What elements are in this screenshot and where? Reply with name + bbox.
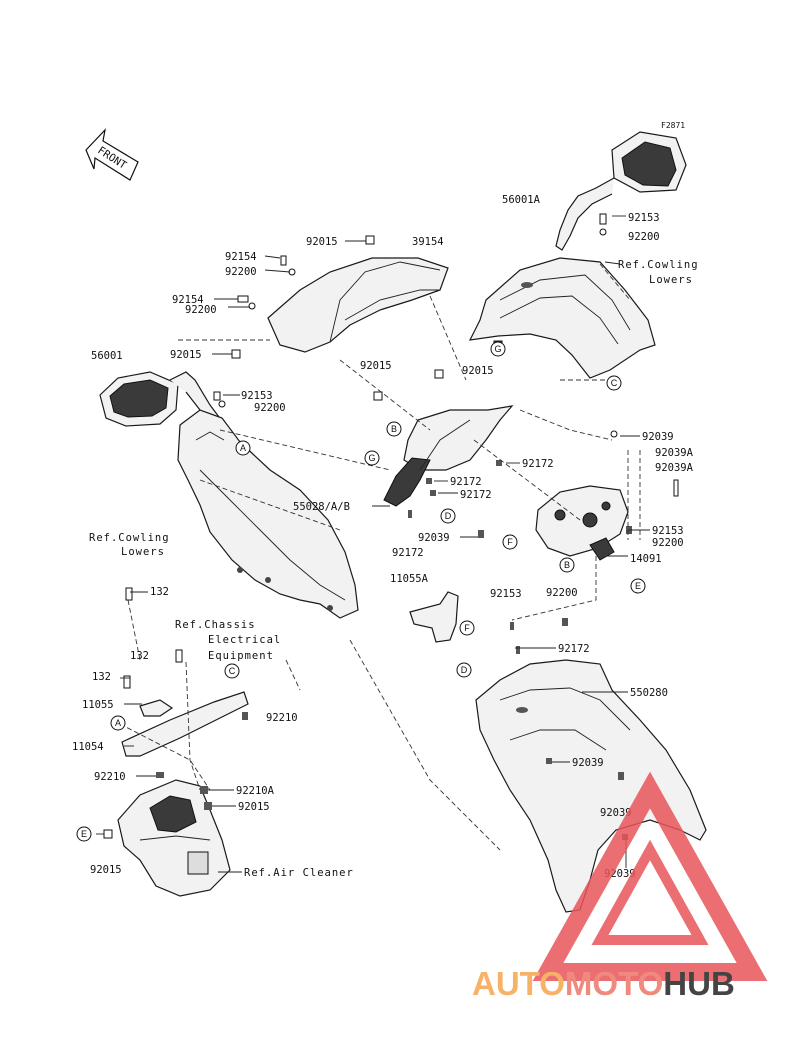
svg-text:F: F xyxy=(507,537,513,547)
inner-cover-part xyxy=(383,405,514,507)
lower-right-cowl-part xyxy=(475,659,707,913)
watermark-text: AUTOMOTOHUB xyxy=(472,965,735,1002)
callout-g-top: G xyxy=(490,341,506,357)
label-92154-a: 92154 xyxy=(225,251,257,263)
label-14091: 14091 xyxy=(630,553,662,565)
svg-text:B: B xyxy=(564,560,570,570)
label-92153-mid: 92153 xyxy=(490,588,522,600)
label-92172-b: 92172 xyxy=(450,476,482,488)
label-92015-d: 92015 xyxy=(462,365,494,377)
label-92200-mid: 92200 xyxy=(546,587,578,599)
callout-e-low: E xyxy=(76,826,92,842)
svg-text:E: E xyxy=(635,581,641,591)
right-mirror-part xyxy=(555,131,687,251)
label-92015-c: 92015 xyxy=(360,360,392,372)
label-ref-chassis-1: Ref.Chassis xyxy=(175,619,256,631)
label-39154: 39154 xyxy=(412,236,444,248)
label-92015-f: 92015 xyxy=(90,864,122,876)
svg-text:C: C xyxy=(611,378,618,388)
label-92039-a: 92039 xyxy=(642,431,674,443)
svg-text:B: B xyxy=(391,424,397,434)
callout-b-right: B xyxy=(559,557,575,573)
label-ref-air-cleaner: Ref.Air Cleaner xyxy=(244,867,354,879)
label-ref-cowling-top-1: Ref.Cowling xyxy=(618,259,699,271)
label-92200-a: 92200 xyxy=(225,266,257,278)
upper-right-cowl-part xyxy=(468,257,656,379)
svg-text:E: E xyxy=(81,829,87,839)
label-92200-top: 92200 xyxy=(628,231,660,243)
label-92172-e: 92172 xyxy=(558,643,590,655)
label-92039-d: 92039 xyxy=(600,807,632,819)
svg-text:D: D xyxy=(461,665,468,675)
label-ref-chassis-3: Equipment xyxy=(208,650,274,662)
label-92154-b: 92154 xyxy=(172,294,204,306)
label-92172-c: 92172 xyxy=(460,489,492,501)
svg-text:A: A xyxy=(115,718,121,728)
callout-f-bracket: F xyxy=(459,620,475,636)
callout-b-mid: B xyxy=(386,421,402,437)
svg-text:D: D xyxy=(445,511,452,521)
label-11054: 11054 xyxy=(72,741,104,753)
svg-text:F: F xyxy=(464,623,470,633)
callout-c-top: C xyxy=(606,375,622,391)
label-132-b: 132 xyxy=(130,650,149,662)
front-arrow-icon: FRONT xyxy=(85,128,139,181)
callout-a-low: A xyxy=(110,715,126,731)
label-92015-b: 92015 xyxy=(170,349,202,361)
left-cowl-part xyxy=(177,409,359,619)
label-92039a-a: 92039A xyxy=(655,447,694,459)
label-55028: 55028/A/B xyxy=(293,501,350,513)
label-92039-b: 92039 xyxy=(418,532,450,544)
bracket-11054-part xyxy=(121,691,249,757)
label-ref-chassis-2: Electrical xyxy=(208,634,281,646)
label-132-c: 132 xyxy=(92,671,111,683)
callout-d-low: D xyxy=(456,662,472,678)
label-92153-left: 92153 xyxy=(241,390,273,402)
label-92210: 92210 xyxy=(266,712,298,724)
bracket-11055-part xyxy=(139,699,174,717)
right-inner-panel-part xyxy=(535,485,629,561)
callout-c-mid: C xyxy=(224,663,240,679)
label-92153-top: 92153 xyxy=(628,212,660,224)
label-92039a-b: 92039A xyxy=(655,462,694,474)
label-92153-right: 92153 xyxy=(652,525,684,537)
label-132-a: 132 xyxy=(150,586,169,598)
label-ref-cowling-left-2: Lowers xyxy=(121,546,165,558)
label-92210-b: 92210 xyxy=(94,771,126,783)
label-92200-right: 92200 xyxy=(652,537,684,549)
label-92200-b: 92200 xyxy=(185,304,217,316)
label-92210a: 92210A xyxy=(236,785,275,797)
bracket-11055a-part xyxy=(409,591,459,643)
svg-text:G: G xyxy=(494,344,501,354)
label-56001a: 56001A xyxy=(502,194,541,206)
callout-d-mid: D xyxy=(440,508,456,524)
callout-a-left: A xyxy=(235,440,251,456)
callout-e-right: E xyxy=(630,578,646,594)
label-56001: 56001 xyxy=(91,350,123,362)
windshield-part xyxy=(267,257,449,353)
watermark-logo xyxy=(532,771,768,981)
label-550280: 550280 xyxy=(630,687,668,699)
label-ref-cowling-left-1: Ref.Cowling xyxy=(89,532,170,544)
svg-text:G: G xyxy=(368,453,375,463)
callout-g-mid: G xyxy=(364,450,380,466)
label-92172-d: 92172 xyxy=(392,547,424,559)
figure-code: F2871 xyxy=(661,121,685,130)
label-92039-c: 92039 xyxy=(572,757,604,769)
callout-f-mid: F xyxy=(502,534,518,550)
label-92200-left: 92200 xyxy=(254,402,286,414)
duct-assembly-part xyxy=(117,779,231,897)
label-92015-e: 92015 xyxy=(238,801,270,813)
label-ref-cowling-top-2: Lowers xyxy=(649,274,693,286)
svg-text:C: C xyxy=(229,666,236,676)
label-92015-a: 92015 xyxy=(306,236,338,248)
label-92172-a: 92172 xyxy=(522,458,554,470)
label-11055a: 11055A xyxy=(390,573,429,585)
label-11055: 11055 xyxy=(82,699,114,711)
svg-text:A: A xyxy=(240,443,246,453)
leader-lines xyxy=(96,215,650,873)
